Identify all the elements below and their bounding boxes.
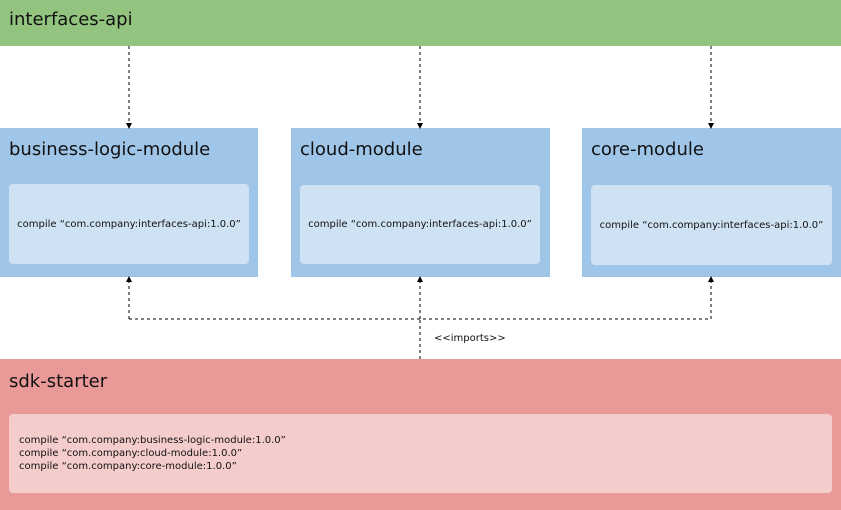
cloud-module-title: cloud-module (300, 139, 423, 160)
sdk-starter-title: sdk-starter (9, 371, 108, 392)
cloud-module-dependency-box: compile “com.company:interfaces-api:1.0.… (300, 185, 540, 264)
core-module-title: core-module (591, 139, 704, 160)
sdk-dependency-line: compile “com.company:cloud-module:1.0.0” (19, 448, 243, 459)
business-logic-module-dependency: compile “com.company:interfaces-api:1.0.… (17, 218, 241, 230)
cloud-module-box: cloud-module compile “com.company:interf… (291, 128, 550, 277)
sdk-starter-dependency-box: compile “com.company:business-logic-modu… (9, 414, 832, 493)
interfaces-api-title: interfaces-api (9, 9, 133, 30)
core-module-box: core-module compile “com.company:interfa… (582, 128, 841, 277)
sdk-dependency-line: compile “com.company:business-logic-modu… (19, 435, 286, 446)
interfaces-api-box: interfaces-api (0, 0, 841, 46)
business-logic-module-title: business-logic-module (9, 139, 211, 160)
core-module-dependency-box: compile “com.company:interfaces-api:1.0.… (591, 185, 832, 265)
sdk-dependency-line: compile “com.company:core-module:1.0.0” (19, 461, 237, 472)
sdk-starter-box: sdk-starter compile “com.company:busines… (0, 359, 841, 510)
imports-label: <<imports>> (434, 333, 506, 344)
business-logic-module-dependency-box: compile “com.company:interfaces-api:1.0.… (9, 184, 249, 264)
business-logic-module-box: business-logic-module compile “com.compa… (0, 128, 258, 277)
core-module-dependency: compile “com.company:interfaces-api:1.0.… (599, 219, 824, 231)
cloud-module-dependency: compile “com.company:interfaces-api:1.0.… (308, 219, 532, 230)
